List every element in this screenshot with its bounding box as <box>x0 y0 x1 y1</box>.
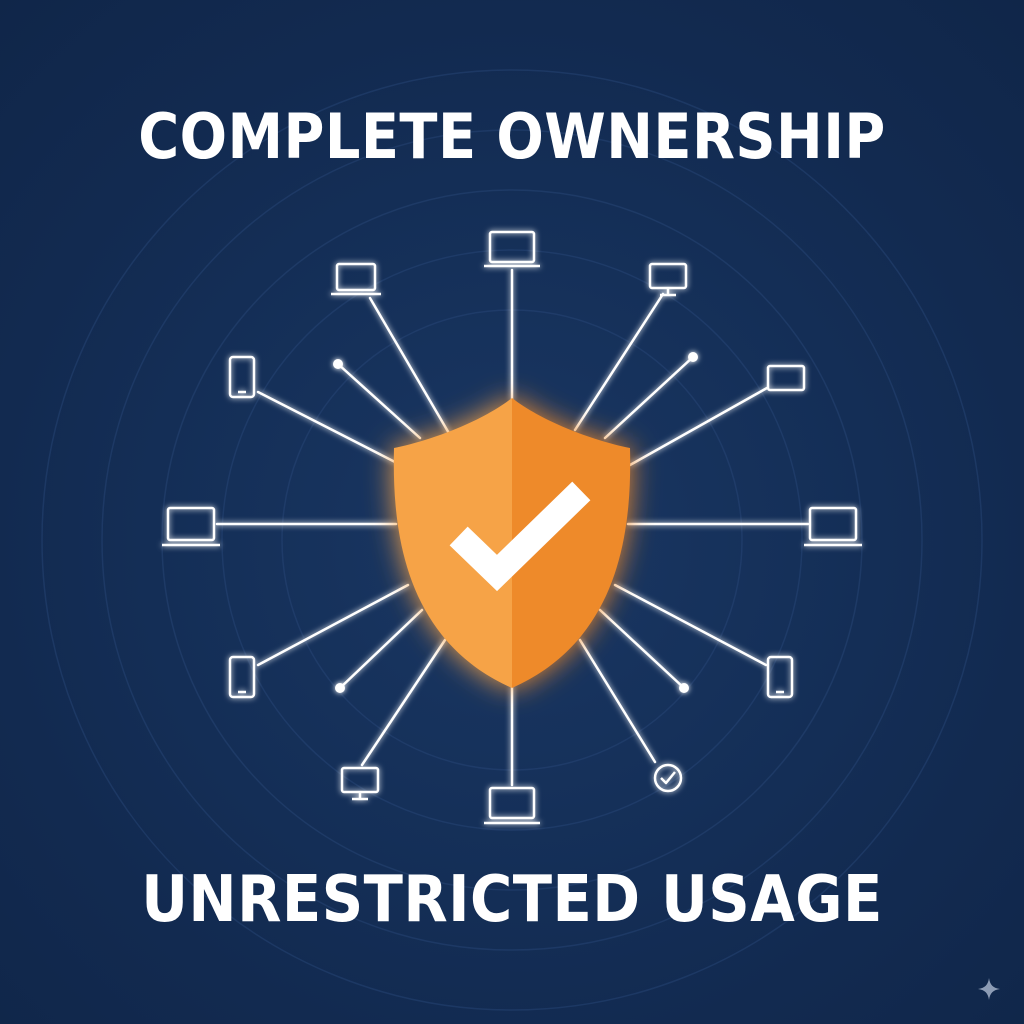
phone-icon <box>228 655 256 699</box>
phone-icon <box>228 355 256 399</box>
headline-top: COMPLETE OWNERSHIP <box>138 100 886 173</box>
connector-line <box>628 386 769 467</box>
connector-line <box>578 638 657 764</box>
connector-line <box>598 608 686 690</box>
connector-line <box>613 583 768 667</box>
laptop-icon <box>162 506 220 547</box>
dot-icon <box>688 352 698 362</box>
sparkle-icon <box>978 978 1000 1000</box>
endpoint-dots <box>333 352 698 693</box>
ring <box>41 69 983 1011</box>
connector-line <box>336 362 422 440</box>
monitor-icon <box>340 766 380 801</box>
monitor-icon <box>648 262 688 297</box>
connector-line <box>256 583 410 667</box>
shield-right-half <box>512 398 631 688</box>
dot-icon <box>333 359 343 369</box>
connector-line <box>338 608 424 690</box>
ring <box>101 129 923 951</box>
check-circle-icon <box>653 763 683 793</box>
phone-icon <box>766 655 794 699</box>
laptop-icon <box>804 506 862 547</box>
headline-bottom: UNRESTRICTED USAGE <box>141 863 883 937</box>
checkmark-icon <box>449 481 591 592</box>
ring <box>161 189 863 891</box>
laptop-icon <box>484 230 540 268</box>
connector-line <box>368 296 452 437</box>
dot-icon <box>679 683 689 693</box>
connector-line <box>256 390 397 464</box>
ring <box>221 249 803 831</box>
connector-lines <box>215 268 810 787</box>
dot-icon <box>335 683 345 693</box>
connector-line <box>360 638 447 767</box>
shield-check-icon <box>393 398 631 688</box>
device-icons <box>162 230 862 825</box>
connector-line <box>603 355 695 440</box>
laptop-icon <box>766 364 806 392</box>
connector-line <box>573 292 665 432</box>
laptop-icon <box>484 786 540 825</box>
laptop-icon <box>331 262 381 296</box>
